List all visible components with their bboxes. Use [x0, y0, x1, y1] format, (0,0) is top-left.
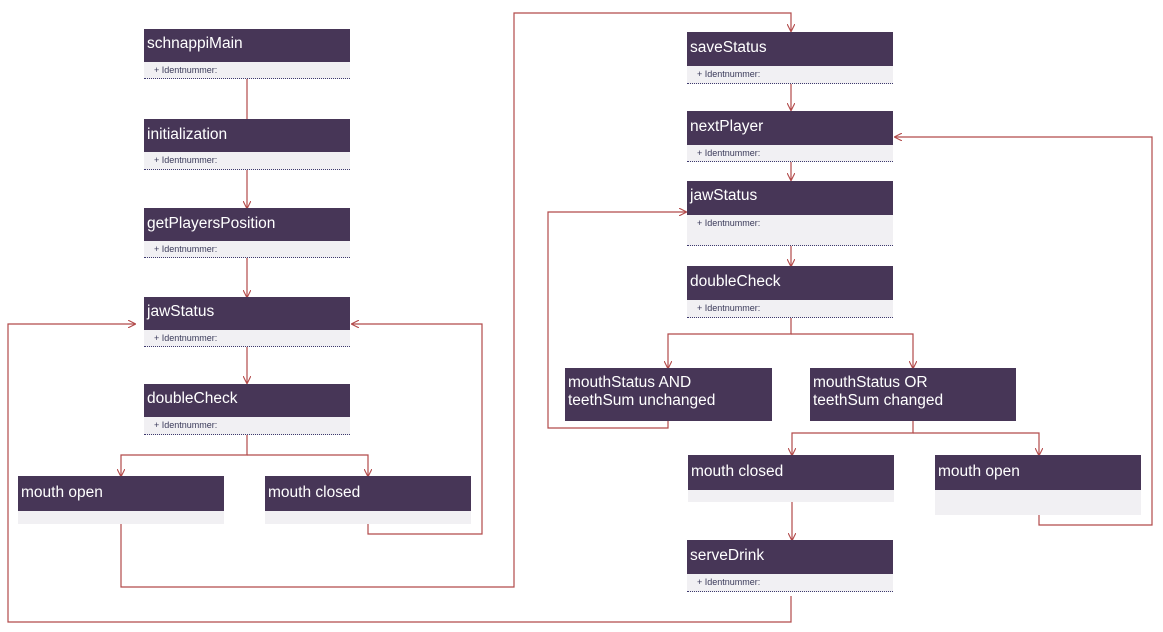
node-body — [265, 511, 471, 524]
title-line-1: mouthStatus AND — [568, 374, 692, 391]
node-doublecheck-right[interactable]: doubleCheck + Identnummer: — [687, 266, 893, 318]
node-body — [18, 511, 224, 524]
node-title: jawStatus — [687, 181, 893, 215]
node-savestatus[interactable]: saveStatus + Identnummer: — [687, 32, 893, 84]
node-title: saveStatus — [687, 32, 893, 66]
node-servedrink[interactable]: serveDrink + Identnummer: — [687, 540, 893, 592]
node-title: jawStatus — [144, 297, 350, 330]
edge-dc-to-unchanged — [668, 318, 792, 368]
node-doublecheck-left[interactable]: doubleCheck + Identnummer: — [144, 384, 350, 435]
node-title: mouth closed — [265, 476, 471, 511]
edge-doublecheck-to-closed — [247, 454, 368, 476]
edge-changed-to-mouthopen — [913, 432, 1039, 455]
node-changed[interactable]: mouthStatus OR teethSum changed — [810, 368, 1016, 421]
node-mouth-closed-left[interactable]: mouth closed — [265, 476, 471, 524]
node-title: initialization — [144, 119, 350, 152]
edge-dc-to-changed — [791, 333, 913, 368]
node-attribute: + Identnummer: — [144, 417, 350, 435]
node-title: serveDrink — [687, 540, 893, 574]
node-body — [935, 490, 1141, 515]
node-mouth-closed-right[interactable]: mouth closed — [688, 455, 894, 502]
node-attribute: + Identnummer: — [144, 152, 350, 170]
edge-doublecheck-to-open — [121, 435, 248, 476]
node-attribute: + Identnummer: — [687, 145, 893, 162]
node-jawstatus-right[interactable]: jawStatus + Identnummer: — [687, 181, 893, 246]
node-getplayersposition[interactable]: getPlayersPosition + Identnummer: — [144, 208, 350, 258]
node-jawstatus-left[interactable]: jawStatus + Identnummer: — [144, 297, 350, 347]
node-attribute: + Identnummer: — [687, 215, 893, 246]
title-line-2: teethSum changed — [813, 392, 944, 409]
node-attribute: + Identnummer: — [687, 300, 893, 318]
node-title: mouth open — [935, 455, 1141, 490]
node-mouth-open-left[interactable]: mouth open — [18, 476, 224, 524]
node-unchanged[interactable]: mouthStatus AND teethSum unchanged — [565, 368, 772, 421]
node-schnappimain[interactable]: schnappiMain + Identnummer: — [144, 29, 350, 79]
node-attribute: + Identnummer: — [687, 574, 893, 592]
node-title: nextPlayer — [687, 111, 893, 145]
node-title: mouthStatus OR teethSum changed — [810, 368, 1016, 421]
node-attribute: + Identnummer: — [687, 66, 893, 84]
edge-changed-to-mouthclosed — [792, 421, 914, 455]
node-body — [688, 490, 894, 502]
node-title: doubleCheck — [144, 384, 350, 417]
title-line-1: mouthStatus OR — [813, 374, 928, 391]
node-attribute: + Identnummer: — [144, 330, 350, 347]
node-nextplayer[interactable]: nextPlayer + Identnummer: — [687, 111, 893, 162]
node-title: mouth closed — [688, 455, 894, 490]
title-line-2: teethSum unchanged — [568, 392, 716, 409]
node-attribute: + Identnummer: — [144, 241, 350, 258]
node-title: getPlayersPosition — [144, 208, 350, 241]
node-attribute: + Identnummer: — [144, 62, 350, 79]
node-title: schnappiMain — [144, 29, 350, 62]
node-title: mouth open — [18, 476, 224, 511]
attribute-text: + Identnummer: — [697, 218, 761, 228]
node-initialization[interactable]: initialization + Identnummer: — [144, 119, 350, 170]
node-title: mouthStatus AND teethSum unchanged — [565, 368, 772, 421]
node-title: doubleCheck — [687, 266, 893, 300]
node-mouth-open-right[interactable]: mouth open — [935, 455, 1141, 515]
